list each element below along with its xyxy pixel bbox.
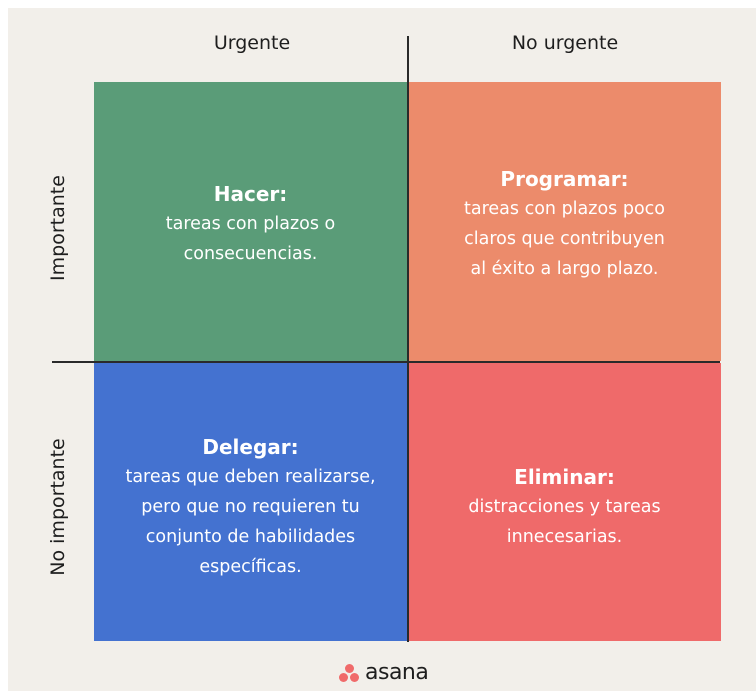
vertical-axis-line <box>407 36 409 642</box>
quadrant-do-title: Hacer: <box>213 182 288 206</box>
asana-wordmark: asana <box>365 660 429 685</box>
quadrant-delegate-description: tareas que deben realizarse, pero que no… <box>125 467 376 577</box>
row-header-not-important: No importante <box>47 438 69 576</box>
quadrant-eliminate: Eliminar: distracciones y tareas inneces… <box>408 363 721 641</box>
quadrant-eliminate-title: Eliminar: <box>514 465 615 489</box>
quadrant-do: Hacer: tareas con plazos o consecuencias… <box>94 82 407 361</box>
logo-dot <box>350 672 359 682</box>
asana-logo: asana <box>337 660 429 685</box>
logo-dot <box>339 672 348 682</box>
quadrant-schedule-title: Programar: <box>500 167 629 191</box>
quadrant-delegate: Delegar: tareas que deben realizarse, pe… <box>94 363 407 641</box>
asana-logo-icon <box>337 663 361 683</box>
quadrant-eliminate-description: distracciones y tareas innecesarias. <box>468 497 661 547</box>
quadrant-schedule: Programar: tareas con plazos poco claros… <box>408 82 721 361</box>
column-header-urgent: Urgente <box>213 32 291 54</box>
eisenhower-matrix: Urgente No urgente Importante No importa… <box>8 8 756 691</box>
quadrant-delegate-title: Delegar: <box>202 435 299 459</box>
logo-dot <box>344 663 354 673</box>
column-header-not-urgent: No urgente <box>511 32 619 54</box>
horizontal-axis-line <box>52 361 720 363</box>
quadrant-schedule-description: tareas con plazos poco claros que contri… <box>464 199 665 279</box>
quadrant-do-description: tareas con plazos o consecuencias. <box>165 214 336 264</box>
row-header-important: Importante <box>47 175 69 281</box>
